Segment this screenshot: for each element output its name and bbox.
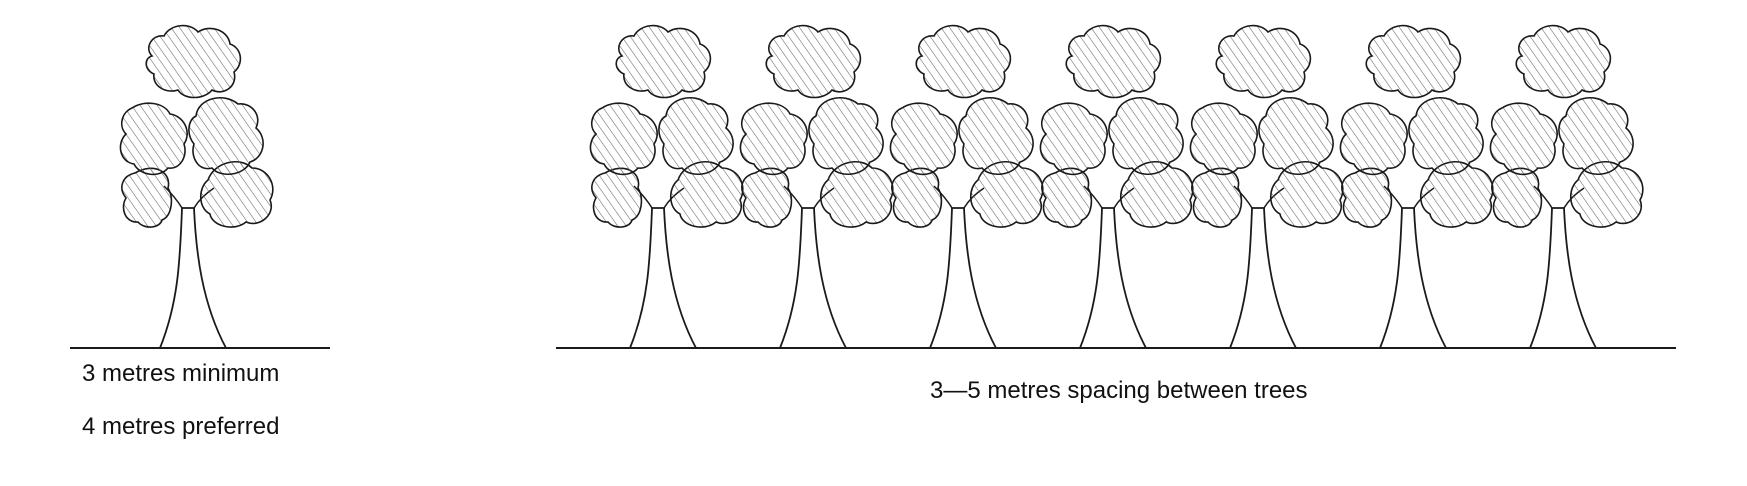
- tree-row: [589, 24, 1644, 349]
- row-tree: [1339, 24, 1494, 349]
- row-tree: [889, 24, 1044, 349]
- row-tree: [589, 24, 744, 349]
- row-spacing-label: 3—5 metres spacing between trees: [930, 377, 1308, 404]
- minimum-spacing-label: 3 metres minimum: [82, 360, 280, 387]
- preferred-spacing-label: 4 metres preferred: [82, 413, 280, 440]
- row-tree: [1489, 24, 1644, 349]
- row-tree: [739, 24, 894, 349]
- row-tree: [1189, 24, 1344, 349]
- single-tree: [119, 24, 274, 349]
- row-tree: [1039, 24, 1194, 349]
